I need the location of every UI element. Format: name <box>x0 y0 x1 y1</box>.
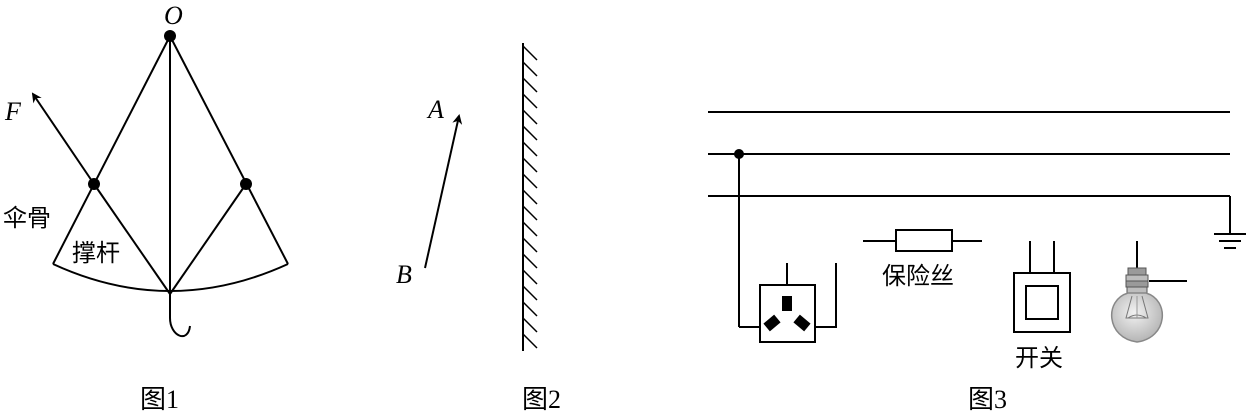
umbrella-handle <box>169 317 191 338</box>
label-F: F <box>4 97 22 126</box>
rib-right <box>169 35 289 265</box>
object-arrow-AB <box>424 114 463 269</box>
label-switch: 开关 <box>1015 344 1063 372</box>
label-strut: 撑杆 <box>72 239 120 267</box>
mirror-hatching <box>522 45 538 349</box>
rib-left <box>52 35 171 265</box>
switch-icon <box>1013 272 1071 333</box>
strut-left <box>93 183 171 295</box>
wire-junction <box>734 149 744 159</box>
label-fuse: 保险丝 <box>882 262 954 290</box>
figure-3-circuit <box>708 111 1246 328</box>
figure-2-mirror <box>424 43 538 351</box>
ground-icon <box>1214 196 1246 249</box>
label-O: O <box>164 1 183 30</box>
strut-right <box>169 183 247 295</box>
socket-wire-right <box>815 263 837 328</box>
pivot-point-O <box>164 30 176 42</box>
label-A: A <box>426 95 444 124</box>
socket-icon <box>759 284 816 343</box>
figure-1-umbrella <box>31 35 289 338</box>
label-B: B <box>396 260 412 289</box>
canopy-arc <box>52 263 289 292</box>
bulb-icon <box>1111 267 1163 343</box>
joint-right <box>240 178 252 190</box>
caption-figure-1: 图1 <box>140 385 179 414</box>
force-arrow-F <box>31 92 95 185</box>
fuse-body <box>895 229 953 252</box>
caption-figure-3: 图3 <box>968 385 1007 414</box>
joint-left <box>88 178 100 190</box>
label-rib: 伞骨 <box>3 204 51 232</box>
caption-figure-2: 图2 <box>522 385 561 414</box>
